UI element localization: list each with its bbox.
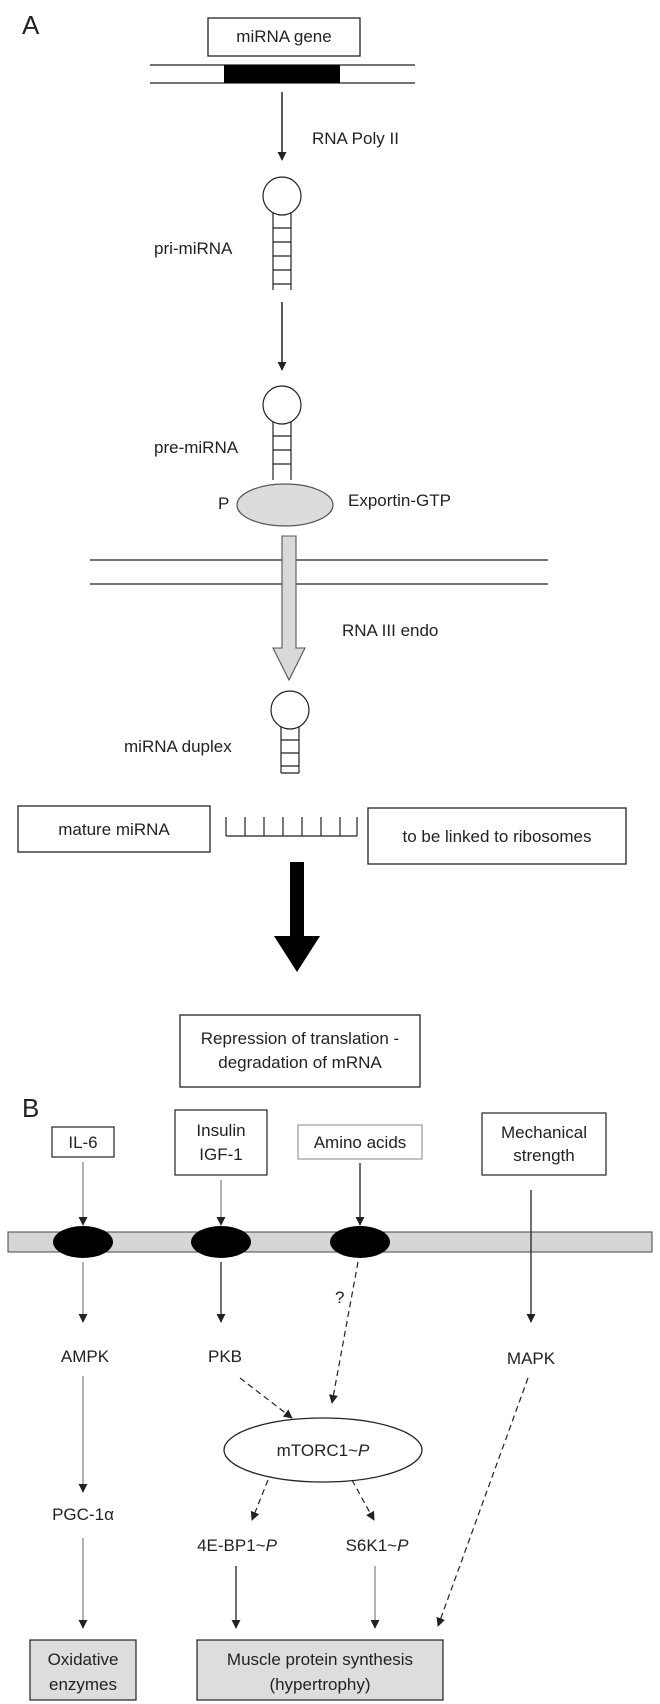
pgc-alpha: α <box>104 1505 114 1524</box>
pri-mirna-hairpin <box>262 176 302 290</box>
amino-receptor <box>330 1226 390 1258</box>
mapk-label: MAPK <box>507 1349 556 1368</box>
mtorc1-label: mTORC1~P <box>277 1441 370 1460</box>
exportin-label: Exportin-GTP <box>348 491 451 510</box>
synthesis-label-line1: Muscle protein synthesis <box>227 1650 413 1669</box>
amino-mtor-arrow <box>329 1261 359 1404</box>
synthesis-label-line2: (hypertrophy) <box>269 1675 370 1694</box>
repression-arrow <box>274 862 320 972</box>
s6k1-label: S6K1~P <box>346 1536 410 1555</box>
rna-iii-endo-label: RNA III endo <box>342 621 438 640</box>
unknown-mark: ? <box>335 1288 344 1307</box>
pgc-text: PGC-1 <box>52 1505 104 1524</box>
mirna-gene-box <box>207 17 361 57</box>
mapk-synthesis-arrow <box>436 1377 529 1627</box>
pkb-label: PKB <box>208 1347 242 1366</box>
panel-b-label: B <box>22 1093 39 1123</box>
ribosome-label: to be linked to ribosomes <box>403 827 592 846</box>
ampk-label: AMPK <box>61 1347 110 1366</box>
export-arrow <box>272 535 306 682</box>
mirna-duplex <box>270 690 310 774</box>
amino-acids-label: Amino acids <box>314 1133 407 1152</box>
il6-label: IL-6 <box>68 1133 97 1152</box>
gene-segment <box>224 65 340 83</box>
s6k1-text: S6K1~ <box>346 1536 398 1555</box>
mechanical-box <box>481 1112 607 1176</box>
insulin-box <box>174 1109 268 1176</box>
mechanical-label-line2: strength <box>513 1146 574 1165</box>
insulin-label-line1: Insulin <box>196 1121 245 1140</box>
s6k1-p: P <box>397 1536 409 1555</box>
bp1-label: 4E-BP1~P <box>197 1536 278 1555</box>
bp1-p: P <box>266 1536 278 1555</box>
oxidative-label-line1: Oxidative <box>48 1650 119 1669</box>
bp1-text: 4E-BP1~ <box>197 1536 266 1555</box>
pri-mirna-label: pri-miRNA <box>154 239 233 258</box>
pgc-label: PGC-1α <box>52 1505 114 1524</box>
mtorc1-p: P <box>358 1441 370 1460</box>
mtor-bp1-arrow <box>250 1479 269 1521</box>
il6-receptor <box>53 1226 113 1258</box>
exportin-ellipse <box>236 483 334 527</box>
synthesis-box <box>196 1639 444 1701</box>
ribosome-box <box>367 807 627 865</box>
oxidative-box <box>29 1639 137 1701</box>
mechanical-label-line1: Mechanical <box>501 1123 587 1142</box>
mature-mirna-box <box>17 805 211 853</box>
mtorc1-text: mTORC1~ <box>277 1441 358 1460</box>
pre-mirna-hairpin <box>262 385 302 480</box>
repression-box <box>179 1014 421 1088</box>
mature-mirna-label: mature miRNA <box>58 820 170 839</box>
mtorc1-node <box>223 1417 423 1483</box>
mature-strand <box>225 817 358 837</box>
mirna-duplex-label: miRNA duplex <box>124 737 232 756</box>
rna-poly-label: RNA Poly II <box>312 129 399 148</box>
pre-mirna-label: pre-miRNA <box>154 438 239 457</box>
oxidative-label-line2: enzymes <box>49 1675 117 1694</box>
repression-line1: Repression of translation - <box>201 1029 399 1048</box>
pkb-mtor-arrow <box>239 1377 293 1419</box>
mtor-s6k1-arrow <box>351 1479 375 1521</box>
amino-acids-box <box>297 1124 423 1160</box>
insulin-receptor <box>191 1226 251 1258</box>
repression-line2: degradation of mRNA <box>218 1053 382 1072</box>
phosphate-label: P <box>218 494 229 513</box>
insulin-label-line2: IGF-1 <box>199 1145 242 1164</box>
il6-box <box>51 1126 115 1158</box>
mirna-gene-label: miRNA gene <box>236 27 331 46</box>
panel-a-label: A <box>22 10 40 40</box>
